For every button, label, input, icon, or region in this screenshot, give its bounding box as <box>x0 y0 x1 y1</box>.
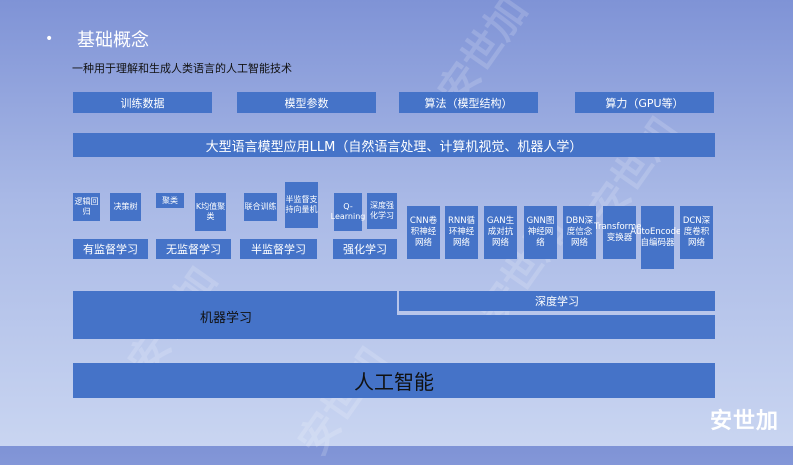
factor-training-data: 训练数据 <box>73 92 212 113</box>
ai-bar: 人工智能 <box>73 363 715 398</box>
deep-learning-bar: 深度学习 <box>399 291 715 311</box>
slide-subtitle: 一种用于理解和生成人类语言的人工智能技术 <box>72 62 292 75</box>
factor-algorithm: 算法（模型结构） <box>399 92 538 113</box>
machine-learning-bar-extension <box>73 315 715 339</box>
dl-autoencoder: AutoEncoder自编码器 <box>630 206 685 269</box>
dl-transformer: Transformer变换器 <box>594 206 645 259</box>
machine-learning-label: 机器学习 <box>200 311 253 326</box>
algo-decision-tree: 决策树 <box>110 193 141 221</box>
algo-s3vm: 半监督支持向量机 <box>285 182 318 228</box>
dl-dcn: DCN深度卷积网络 <box>680 206 713 259</box>
watermark: 安世加 <box>290 338 397 464</box>
bullet: • <box>45 31 54 47</box>
algo-kmeans: K均值聚类 <box>195 193 226 231</box>
factor-compute: 算力（GPU等） <box>575 92 714 113</box>
ai-label: 人工智能 <box>354 370 434 394</box>
brand-logo: 安世加 <box>709 409 779 434</box>
category-semi-supervised: 半监督学习 <box>240 239 317 259</box>
dl-cnn: CNN卷积神经网络 <box>407 206 440 259</box>
category-reinforcement: 强化学习 <box>333 239 397 259</box>
dl-dbn: DBN深度信念网络 <box>563 206 596 259</box>
algo-deep-rl: 深度强化学习 <box>367 193 397 229</box>
category-unsupervised: 无监督学习 <box>156 239 231 259</box>
algo-co-training: 联合训练 <box>244 193 277 221</box>
dl-gan: GAN生成对抗网络 <box>484 206 517 259</box>
algo-logistic-regression: 逻辑回归 <box>73 193 100 221</box>
algo-q-learning: Q-Learning <box>331 193 365 231</box>
factor-model-params: 模型参数 <box>237 92 376 113</box>
dl-gnn: GNN图神经网络 <box>524 206 557 259</box>
category-supervised: 有监督学习 <box>73 239 148 259</box>
llm-application-bar: 大型语言模型应用LLM（自然语言处理、计算机视觉、机器人学） <box>73 133 715 157</box>
dl-rnn: RNN循环神经网络 <box>445 206 478 259</box>
algo-clustering: 聚类 <box>156 193 184 208</box>
slide-title: 基础概念 <box>77 30 149 51</box>
